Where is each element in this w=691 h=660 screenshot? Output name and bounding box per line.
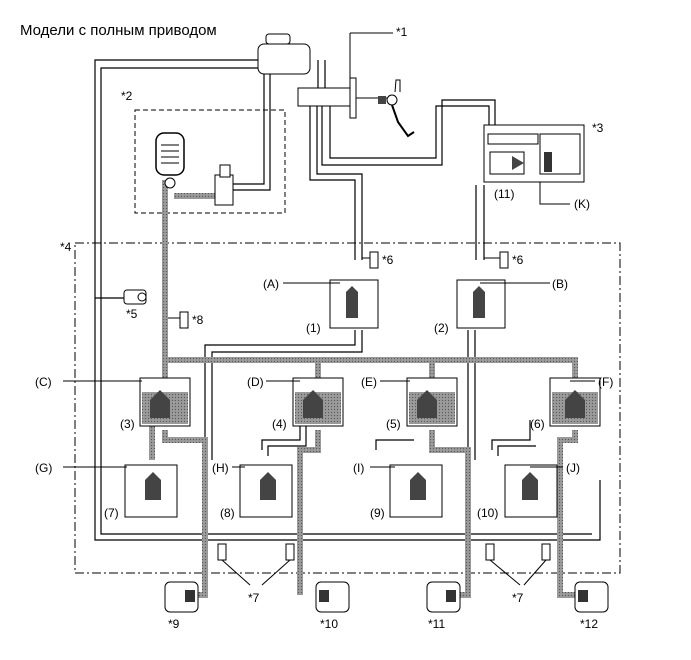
pump-frame [134, 109, 286, 214]
actuator-frame [74, 242, 621, 574]
label-n3: (3) [120, 417, 135, 431]
callout-7b: *7 [512, 591, 524, 605]
label-n1: (1) [306, 321, 321, 335]
label-A: (A) [263, 277, 279, 291]
label-K: (K) [574, 197, 590, 211]
label-I: (I) [353, 461, 364, 475]
caliper-11 [426, 581, 461, 613]
callout-5: *5 [126, 307, 138, 321]
label-G: (G) [35, 461, 52, 475]
callout-2: *2 [121, 89, 133, 103]
valve-highlights [142, 392, 598, 424]
label-n9: (9) [370, 506, 385, 520]
check-valves [217, 543, 551, 561]
caliper-9 [164, 581, 199, 613]
callout-12: *12 [580, 617, 598, 631]
label-n7: (7) [104, 506, 119, 520]
label-F: (F) [598, 375, 613, 389]
caliper-10 [315, 581, 350, 613]
callout-6b: *6 [512, 253, 524, 267]
callout-labels: *1 *2 *3 *4 *5 *6 *6 *8 *7 *7 *9 *10 *11… [60, 25, 604, 631]
label-n5: (5) [386, 417, 401, 431]
leader-lines [63, 32, 595, 586]
stroke-simulator [483, 124, 585, 205]
callout-10: *10 [320, 617, 338, 631]
pressure-sensor-6a [362, 251, 379, 269]
letter-labels: (A) (B) (C) (D) (E) (F) (G) (H) (I) (J) [35, 277, 613, 475]
label-n2: (2) [434, 321, 449, 335]
callout-4: *4 [60, 240, 72, 254]
wheel-calipers [164, 581, 609, 613]
valve-5 [123, 289, 147, 305]
label-n4: (4) [272, 417, 287, 431]
reservoir [257, 33, 311, 75]
callout-3: *3 [592, 121, 604, 135]
valve-number-labels: (1) (2) (3) (4) (5) (6) (7) (8) (9) (10) [104, 321, 545, 520]
callout-8: *8 [192, 313, 204, 327]
callout-9: *9 [168, 617, 180, 631]
pressure-sensor-8 [168, 311, 189, 329]
callout-1: *1 [396, 25, 408, 39]
callout-7a: *7 [248, 591, 260, 605]
label-E: (E) [361, 375, 377, 389]
callout-11: *11 [428, 617, 445, 631]
pressurized-lines [149, 180, 578, 598]
diagram-title: Модели с полным приводом [20, 22, 217, 39]
pump-unit [155, 132, 234, 206]
label-11: (11) [494, 187, 514, 201]
label-n10: (10) [477, 506, 498, 520]
label-n8: (8) [220, 506, 235, 520]
label-C: (C) [35, 375, 52, 389]
caliper-12 [574, 581, 609, 613]
callout-6a: *6 [382, 253, 394, 267]
plain-lines [94, 59, 601, 541]
valve-plungers [145, 286, 585, 500]
label-D: (D) [247, 375, 264, 389]
label-n6: (6) [530, 417, 545, 431]
master-cylinder [297, 77, 415, 138]
label-B: (B) [552, 277, 568, 291]
pressure-sensor-6b [484, 251, 509, 269]
label-H: (H) [212, 461, 229, 475]
label-J: (J) [566, 461, 580, 475]
